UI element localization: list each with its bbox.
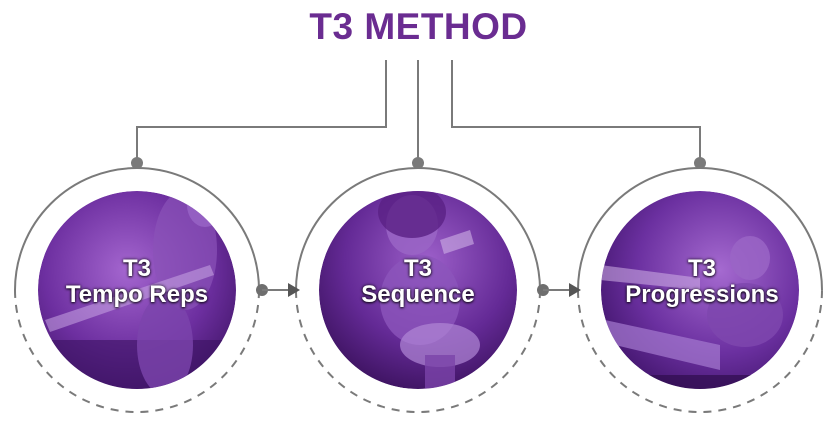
connector-to-step-1 <box>136 60 387 162</box>
step-2-label-line1: T3 <box>403 255 432 282</box>
page-title: T3 METHOD <box>309 6 528 47</box>
step-2-photo <box>319 191 517 389</box>
arrow-step-2-to-3 <box>537 283 581 297</box>
step-1-top-dot <box>131 157 143 169</box>
step-3-label-line1: T3 <box>687 255 716 282</box>
step-3-label: T3 Progressions <box>582 256 822 308</box>
step-3-top-dot <box>694 157 706 169</box>
step-2-label-line2: Sequence <box>361 281 475 308</box>
step-1-label-line2: Tempo Reps <box>65 281 209 308</box>
step-3-label-line2: Progressions <box>625 281 779 308</box>
step-2-top-dot <box>412 157 424 169</box>
title-connectors <box>136 60 701 162</box>
step-1-label: T3 Tempo Reps <box>17 256 257 308</box>
connector-to-step-3 <box>451 60 701 162</box>
arrow-step-1-to-2 <box>256 283 300 297</box>
step-2-label: T3 Sequence <box>298 256 538 308</box>
step-1-label-line1: T3 <box>122 255 151 282</box>
